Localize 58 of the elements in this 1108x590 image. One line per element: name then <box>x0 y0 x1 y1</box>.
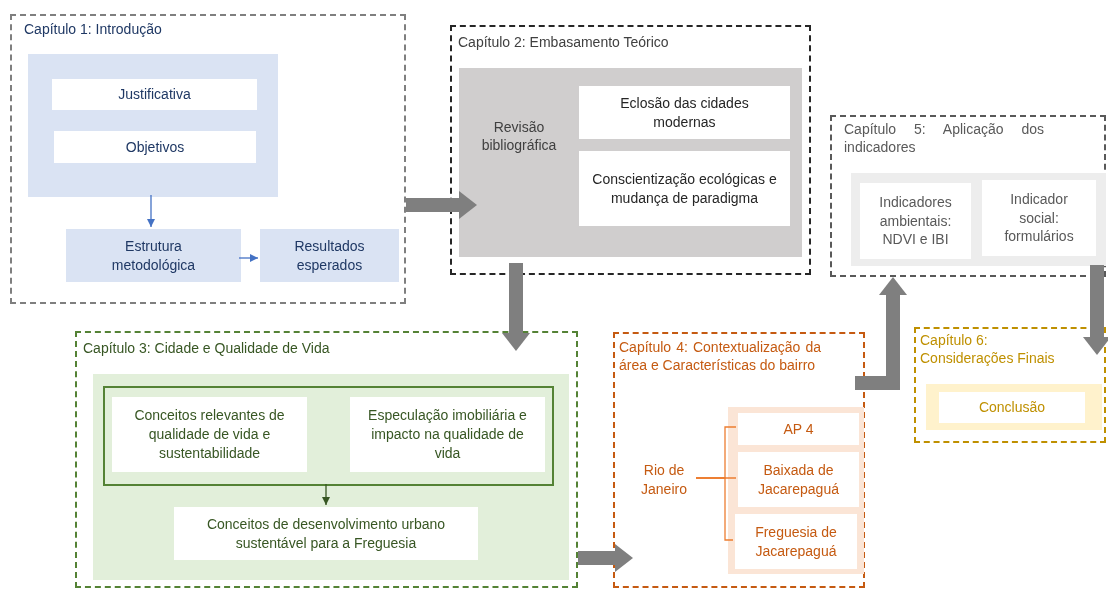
box-label: Conscientização ecológicas e mudança de paradigma <box>591 169 778 208</box>
chapter-title: Capítulo 3: Cidade e Qualidade de Vida <box>83 339 331 358</box>
chapter-title: Capítulo 6: Considerações Finais <box>920 331 1056 368</box>
box-label: AP 4 <box>782 419 815 439</box>
chapter-title: Capítulo 4: Contextualização da área e Características do bairro <box>619 338 821 375</box>
process-box <box>738 413 859 445</box>
arrow <box>238 254 259 262</box>
box-label: Justificativa <box>117 85 192 104</box>
chapter-title: Capítulo 1: Introdução <box>24 20 163 39</box>
group-panel <box>728 407 864 574</box>
box-label: Freguesia de Jacarepaguá <box>754 522 838 561</box>
group-panel <box>926 384 1102 430</box>
box-label: Resultados esperados <box>293 236 366 275</box>
process-box <box>350 397 545 472</box>
group-panel <box>93 374 569 580</box>
box-label: Indicadores ambientais: NDVI e IBI <box>878 192 953 250</box>
arrow <box>147 194 155 228</box>
panel-label: Revisão bibliográfica <box>480 118 558 155</box>
process-box <box>939 392 1085 423</box>
process-box <box>54 131 256 163</box>
box-label: Conceitos relevantes de qualidade de vida e sustentabilidade <box>133 406 286 463</box>
process-box <box>52 79 257 110</box>
box-label: Especulação imobiliária e impacto na qualidade de vida <box>367 406 528 463</box>
chapter-frame <box>75 331 578 588</box>
block-arrow <box>578 544 633 572</box>
chapter-frame <box>10 14 406 304</box>
block-arrow <box>1083 265 1108 355</box>
process-box <box>112 397 307 472</box>
process-box <box>174 507 478 560</box>
group-panel <box>28 54 278 197</box>
arrow <box>322 483 330 506</box>
chapter-title: Capítulo 5: Aplicação dos indicadores <box>844 120 1044 157</box>
block-arrow <box>406 191 477 219</box>
chapter-frame <box>450 25 811 275</box>
box-label: Estrutura metodológica <box>110 236 197 275</box>
group-outline <box>103 386 554 486</box>
group-panel <box>851 173 1106 266</box>
box-label: Conceitos de desenvolvimento urbano sustentável para a Freguesia <box>205 514 447 553</box>
chapter-frame <box>613 332 865 588</box>
process-box <box>579 151 790 226</box>
process-box <box>260 229 399 282</box>
block-arrow <box>502 263 530 351</box>
box-label: Baixada de Jacarepaguá <box>757 460 840 499</box>
process-box <box>735 514 857 569</box>
box-label: Eclosão das cidades modernas <box>619 93 750 132</box>
box-label: Indicador social: formulários <box>1003 189 1075 247</box>
block-arrow <box>855 277 907 390</box>
process-box <box>579 86 790 139</box>
bracket-line <box>695 477 734 541</box>
box-label: Conclusão <box>977 398 1047 417</box>
process-box <box>66 229 241 282</box>
process-box <box>738 452 859 507</box>
chapter-frame <box>914 327 1106 443</box>
chapter-frame <box>830 115 1106 277</box>
chapter-title: Capítulo 2: Embasamento Teórico <box>458 33 670 52</box>
place-label: Rio de Janeiro <box>640 461 688 499</box>
group-panel <box>459 68 802 257</box>
box-label: Objetivos <box>124 137 186 157</box>
